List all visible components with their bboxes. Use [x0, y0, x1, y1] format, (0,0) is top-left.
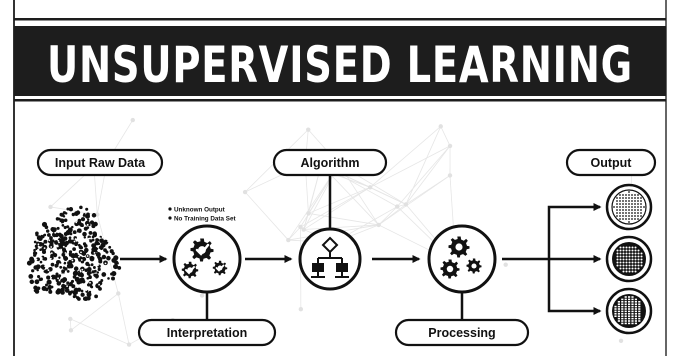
banner-rule-bottom — [14, 99, 666, 102]
flow-arrows — [120, 203, 602, 315]
interpretation-notes: Unknown Output No Training Data Set — [168, 207, 236, 223]
label-processing: Processing — [394, 318, 530, 347]
raw-data-cloud-icon — [26, 205, 122, 301]
note-bullet — [168, 216, 172, 220]
label-processing-text: Processing — [428, 326, 495, 340]
processing-node — [427, 224, 497, 294]
output-node-3 — [605, 287, 653, 335]
decision-flowchart-icon — [311, 236, 349, 278]
label-output-text: Output — [591, 156, 633, 170]
pill-input — [36, 148, 164, 177]
connectors — [205, 175, 464, 320]
sparse-dot-cluster-icon — [613, 191, 645, 223]
algorithm-node — [298, 227, 362, 291]
label-algorithm-text: Algorithm — [300, 156, 359, 170]
label-output: Output — [565, 148, 657, 177]
note-no-training-data: No Training Data Set — [174, 216, 236, 223]
processing-circle — [427, 224, 497, 294]
title-banner — [14, 26, 666, 96]
interpretation-node — [172, 224, 242, 294]
note-bullet — [168, 207, 172, 211]
gears-with-checkmarks-icon — [181, 238, 228, 279]
label-input: Input Raw Data — [36, 148, 164, 177]
output-node-1 — [605, 183, 653, 231]
dense-dot-cluster-icon — [616, 246, 643, 273]
page-title: UNSUPERVISED LEARNING — [47, 36, 633, 94]
note-unknown-output: Unknown Output — [174, 207, 226, 214]
label-input-text: Input Raw Data — [55, 156, 146, 170]
pill-processing — [394, 318, 530, 347]
output-node-2 — [605, 235, 653, 283]
interpretation-circle — [172, 224, 242, 294]
pill-output — [565, 148, 657, 177]
arrow-to-output-3 — [547, 259, 602, 315]
banner-rule-top — [14, 18, 666, 21]
label-algorithm: Algorithm — [272, 148, 388, 177]
arrow-to-output-1 — [502, 203, 602, 261]
pill-algorithm — [272, 148, 388, 177]
pill-interpretation — [137, 318, 277, 347]
label-interpretation: Interpretation — [137, 318, 277, 347]
label-interpretation-text: Interpretation — [167, 326, 248, 340]
grid-dot-cluster-icon — [614, 296, 641, 325]
